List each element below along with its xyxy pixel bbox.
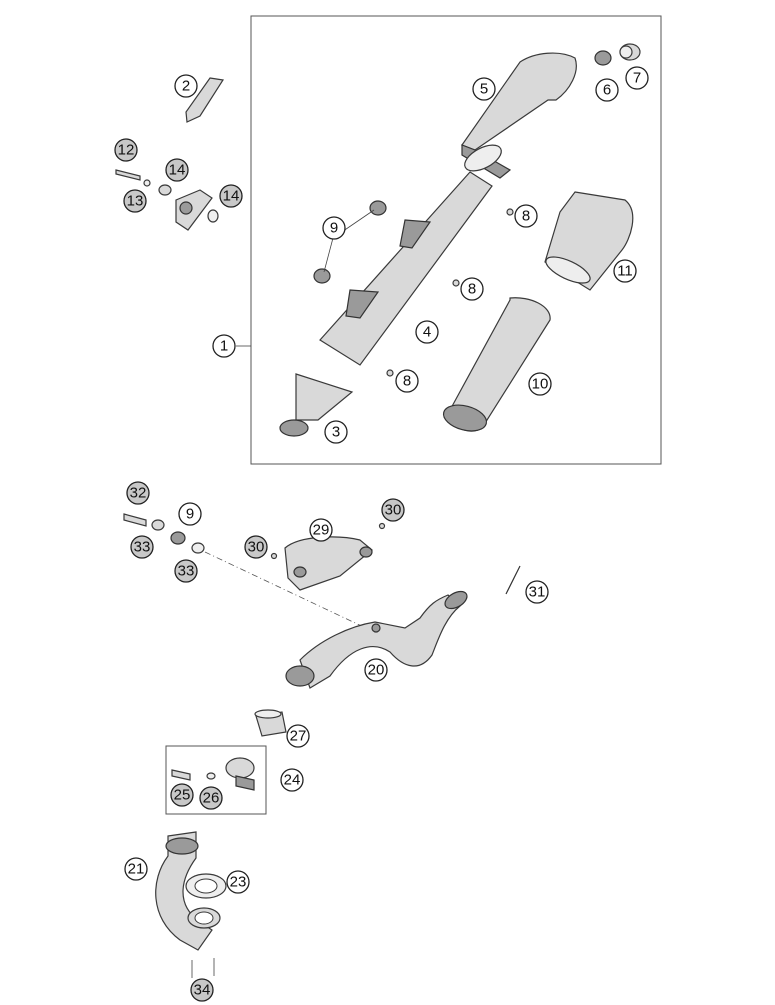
svg-text:14: 14	[223, 188, 240, 205]
svg-text:25: 25	[174, 787, 191, 804]
callout-33b: 33	[174, 559, 198, 583]
svg-text:20: 20	[368, 662, 385, 679]
header-bracket	[284, 536, 373, 591]
callout-32: 32	[126, 481, 150, 505]
callout-25: 25	[170, 783, 194, 807]
callout-33a: 33	[130, 535, 154, 559]
svg-text:4: 4	[423, 324, 431, 341]
svg-text:14: 14	[169, 162, 186, 179]
svg-text:33: 33	[134, 539, 151, 556]
clamp-washer	[206, 772, 216, 780]
svg-text:8: 8	[522, 208, 530, 225]
callout-1: 1	[212, 334, 236, 358]
svg-text:1: 1	[220, 338, 228, 355]
callout-7: 7	[625, 66, 649, 90]
rubber-grommet-lower	[313, 268, 331, 284]
callout-11: 11	[613, 259, 637, 283]
silencer-packing	[442, 297, 551, 432]
clamp-bolt	[171, 769, 191, 781]
callout-14b: 14	[219, 184, 243, 208]
rubber-grommet-upper	[369, 200, 387, 216]
svg-text:33: 33	[178, 563, 195, 580]
callout-8c: 8	[395, 369, 419, 393]
callout-29: 29	[309, 518, 333, 542]
outer-cover	[544, 191, 634, 291]
callout-8a: 8	[514, 204, 538, 228]
header-pipe	[285, 590, 468, 689]
callout-24: 24	[280, 768, 304, 792]
callout-10: 10	[528, 372, 552, 396]
svg-text:23: 23	[230, 874, 247, 891]
svg-text:9: 9	[186, 506, 194, 523]
svg-text:6: 6	[603, 82, 611, 99]
washer-30b	[378, 522, 386, 530]
callout-9a: 9	[322, 216, 346, 240]
svg-text:32: 32	[130, 485, 147, 502]
connector-sleeve	[254, 709, 287, 737]
callout-5: 5	[472, 77, 496, 101]
screw-8b	[452, 279, 460, 287]
svg-text:34: 34	[194, 982, 211, 999]
callout-9b: 9	[178, 502, 202, 526]
screw-8c	[386, 369, 394, 377]
heat-shield-plate	[185, 77, 225, 123]
flange-bolts	[191, 958, 215, 978]
callout-31: 31	[525, 580, 549, 604]
svg-text:8: 8	[403, 373, 411, 390]
svg-text:9: 9	[330, 220, 338, 237]
svg-text:13: 13	[127, 193, 144, 210]
svg-text:3: 3	[332, 424, 340, 441]
svg-text:27: 27	[290, 728, 307, 745]
svg-text:30: 30	[248, 539, 265, 556]
callout-4: 4	[415, 320, 439, 344]
callout-34: 34	[190, 978, 214, 1002]
bracket-group	[115, 169, 219, 231]
manifold-flange	[187, 907, 221, 929]
callout-27: 27	[286, 724, 310, 748]
callout-23: 23	[226, 870, 250, 894]
svg-text:7: 7	[633, 70, 641, 87]
svg-text:11: 11	[617, 263, 633, 280]
svg-text:29: 29	[313, 522, 330, 539]
svg-text:30: 30	[385, 502, 402, 519]
silencer-body	[319, 171, 493, 366]
callout-2: 2	[174, 74, 198, 98]
callout-14a: 14	[165, 158, 189, 182]
inlet-cone	[279, 373, 354, 437]
svg-text:10: 10	[532, 376, 549, 393]
svg-text:21: 21	[128, 861, 145, 878]
screen-insert	[594, 50, 612, 66]
svg-text:12: 12	[118, 142, 135, 159]
end-cap	[461, 52, 577, 179]
callout-8b: 8	[460, 277, 484, 301]
callout-3: 3	[324, 420, 348, 444]
screw-8a	[506, 208, 514, 216]
callout-30b: 30	[381, 498, 405, 522]
lower-bolt-group	[123, 513, 205, 554]
callout-12: 12	[114, 138, 138, 162]
callout-6: 6	[595, 78, 619, 102]
svg-text:8: 8	[468, 281, 476, 298]
alignment-line	[204, 551, 371, 631]
exhaust-spring	[505, 565, 521, 595]
svg-text:24: 24	[284, 772, 301, 789]
callout-26: 26	[199, 786, 223, 810]
clamp-kit-frame	[165, 745, 267, 815]
callout-21: 21	[124, 857, 148, 881]
svg-text:31: 31	[529, 584, 546, 601]
callout-13: 13	[123, 189, 147, 213]
svg-text:5: 5	[480, 81, 488, 98]
clamp	[225, 757, 255, 791]
callout-20: 20	[364, 658, 388, 682]
svg-text:26: 26	[203, 790, 220, 807]
end-plug	[619, 43, 641, 61]
washer-30a	[270, 552, 278, 560]
flange-gasket	[185, 873, 227, 899]
svg-text:2: 2	[182, 78, 190, 95]
silencer-assembly-frame	[250, 15, 662, 465]
callout-30a: 30	[244, 535, 268, 559]
